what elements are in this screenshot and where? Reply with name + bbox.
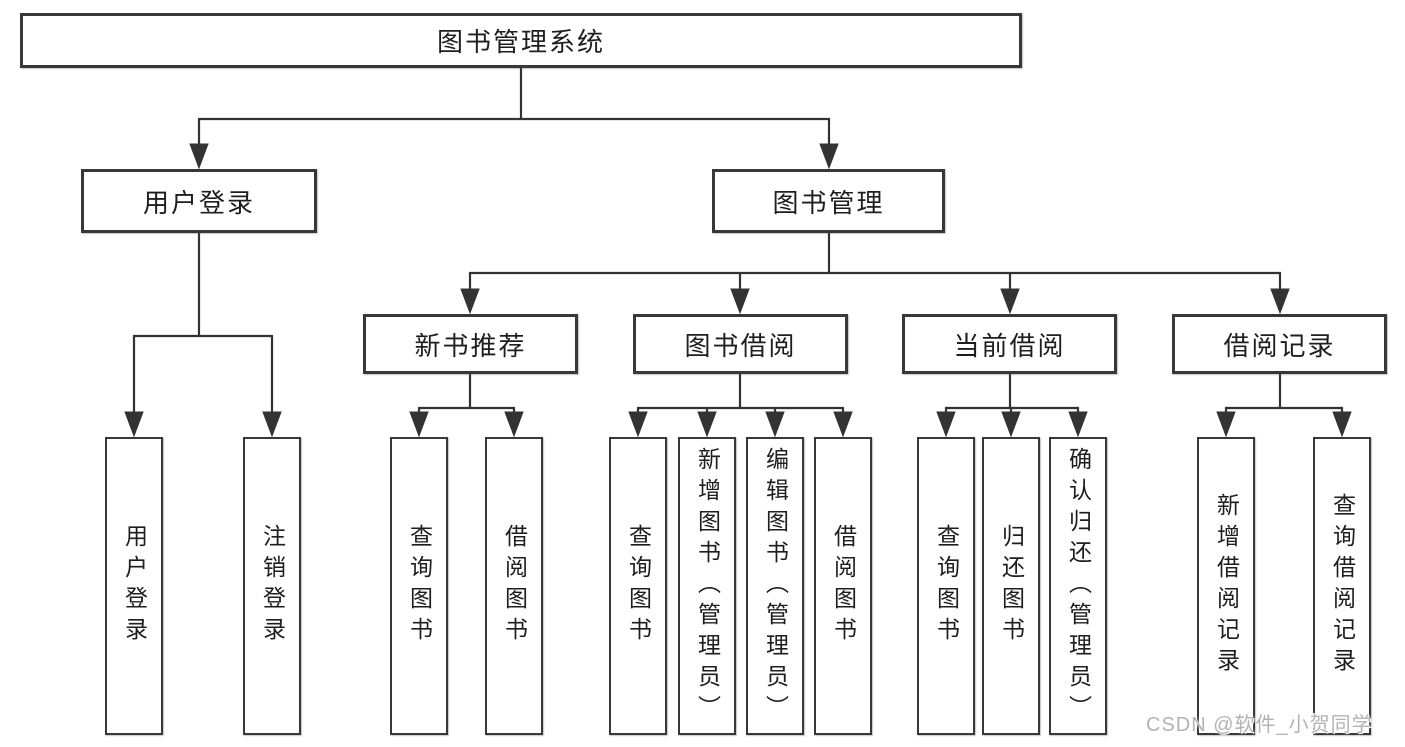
node-current-borrowing: 当前借阅 — [902, 314, 1117, 374]
node-add-book-admin-label: 新增图书（管理员） — [694, 446, 721, 726]
node-edit-book-admin: 编辑图书（管理员） — [746, 437, 804, 735]
node-new-book-recommendation: 新书推荐 — [363, 314, 578, 374]
node-login: 用户登录 — [105, 437, 163, 735]
node-query-books-current-label: 查询图书 — [933, 524, 960, 648]
node-query-books-recommend: 查询图书 — [390, 437, 448, 735]
node-borrowing-records-label: 借阅记录 — [1223, 330, 1336, 361]
node-confirm-return-admin: 确认归还（管理员） — [1049, 437, 1107, 735]
node-root: 图书管理系统 — [20, 13, 1022, 68]
node-borrow-books-label: 借阅图书 — [830, 524, 857, 648]
node-book-borrowing: 图书借阅 — [633, 314, 848, 374]
node-borrow-books-recommend: 借阅图书 — [485, 437, 543, 735]
node-borrow-books-recommend-label: 借阅图书 — [501, 524, 528, 648]
node-current-borrowing-label: 当前借阅 — [953, 330, 1066, 361]
node-book-management: 图书管理 — [712, 169, 945, 233]
node-return-book-label: 归还图书 — [998, 524, 1025, 648]
node-book-management-label: 图书管理 — [772, 187, 885, 218]
node-borrow-books: 借阅图书 — [814, 437, 872, 735]
node-query-books-recommend-label: 查询图书 — [406, 524, 433, 648]
node-logout-label: 注销登录 — [259, 524, 286, 648]
node-root-label: 图书管理系统 — [436, 27, 605, 57]
node-user-login: 用户登录 — [81, 169, 317, 233]
csdn-watermark: CSDN @软件_小贺同学 — [1146, 714, 1373, 736]
node-return-book: 归还图书 — [982, 437, 1040, 735]
node-confirm-return-admin-label: 确认归还（管理员） — [1065, 446, 1092, 726]
node-user-login-label: 用户登录 — [142, 187, 255, 218]
node-query-books-borrow-label: 查询图书 — [625, 524, 652, 648]
node-book-borrowing-label: 图书借阅 — [684, 330, 797, 361]
node-query-books-current: 查询图书 — [917, 437, 975, 735]
node-query-borrow-record-label: 查询借阅记录 — [1329, 493, 1356, 679]
node-add-book-admin: 新增图书（管理员） — [678, 437, 736, 735]
node-borrowing-records: 借阅记录 — [1172, 314, 1387, 374]
node-add-borrow-record: 新增借阅记录 — [1197, 437, 1255, 735]
node-add-borrow-record-label: 新增借阅记录 — [1213, 493, 1240, 679]
node-new-book-recommendation-label: 新书推荐 — [414, 330, 527, 361]
node-login-label: 用户登录 — [121, 524, 148, 648]
node-logout: 注销登录 — [243, 437, 301, 735]
node-query-books-borrow: 查询图书 — [609, 437, 667, 735]
node-query-borrow-record: 查询借阅记录 — [1313, 437, 1371, 735]
node-edit-book-admin-label: 编辑图书（管理员） — [762, 446, 789, 726]
